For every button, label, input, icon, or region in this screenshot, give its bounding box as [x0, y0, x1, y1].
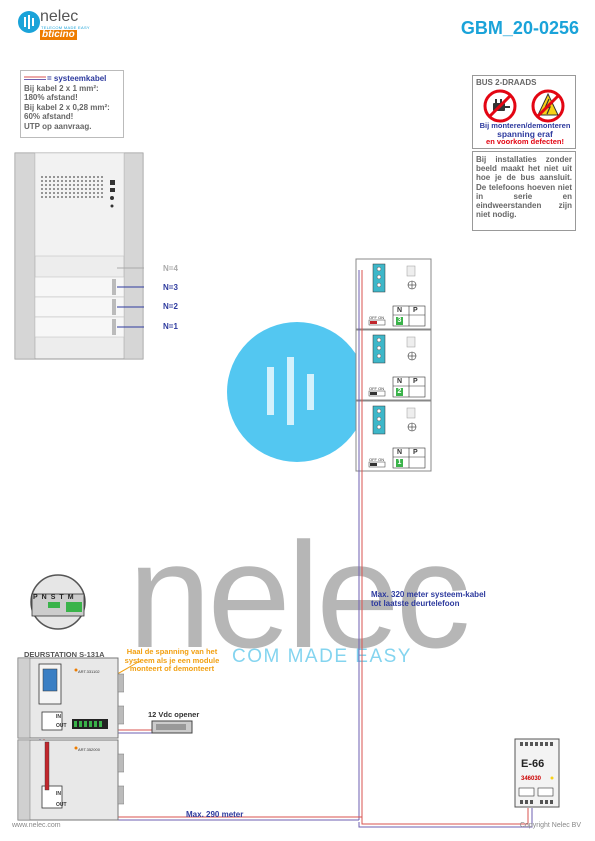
footer-copyright: Copyright Nelec BV: [519, 822, 581, 829]
module-code-bottom: ART.352000: [78, 747, 100, 752]
legend-line: UTP op aanvraag.: [24, 121, 92, 131]
phone3-n-label: N: [397, 307, 403, 314]
installation-info: Bij installaties zonder beeld maakt het …: [472, 151, 576, 231]
indoor-phones: [355, 258, 432, 472]
warning-text: Bij monteren/demonteren spanning eraf en…: [475, 122, 575, 146]
legend-line: Bij kabel 2 x 0,28 mm²:: [24, 102, 110, 112]
in-label-bottom: IN: [56, 791, 61, 797]
max-320-note: Max. 320 meter systeem-kabel tot laatste…: [371, 590, 486, 608]
document-id: GBM_20-0256: [460, 18, 579, 38]
phone1-number: 1: [396, 459, 403, 467]
no-plug-icon: [483, 89, 517, 123]
power-supply: [514, 738, 560, 808]
footer-website: www.nelec.com: [12, 822, 61, 829]
terminal-p: P: [33, 594, 42, 601]
indoor-phone-1: [355, 400, 432, 472]
module-mounting-note: Haal de spanning van het systeem als je …: [124, 647, 220, 673]
door-station: [17, 574, 124, 821]
module-code-top: ART.331102: [78, 669, 100, 674]
in-label-top: IN: [56, 714, 61, 720]
door-panel: [14, 152, 144, 360]
terminal-t: T: [59, 594, 68, 601]
cable-legend: = systeemkabel Bij kabel 2 x 1 mm²: 180%…: [20, 70, 124, 138]
phone3-p-label: P: [413, 307, 418, 314]
label-n1: N=1: [163, 322, 178, 331]
warning-line: spanning eraf: [497, 129, 553, 139]
phone2-p-label: P: [413, 378, 418, 385]
speaker-grille-icon: [41, 176, 103, 198]
warning-title: BUS 2-DRAADS: [476, 78, 537, 87]
power-supply-label: E-66: [521, 758, 545, 770]
legend-line: 180% afstand!: [24, 93, 78, 103]
label-n4: N=4: [163, 264, 178, 273]
phone3-switch-label: OFF ON: [369, 315, 385, 320]
label-n3: N=3: [163, 283, 178, 292]
warning-line: en voorkom defecten!: [486, 137, 564, 146]
phone2-number: 2: [396, 388, 403, 396]
terminal-m: M: [67, 594, 78, 601]
watermark-logo-icon: [227, 322, 367, 462]
nelec-logo-icon: [18, 11, 40, 33]
phone1-p-label: P: [413, 449, 418, 456]
label-n2: N=2: [163, 302, 178, 311]
sub-brand: bticino: [40, 29, 77, 40]
cable-legend-swatch: [24, 76, 46, 80]
terminal-n: N: [41, 594, 51, 601]
no-electricity-icon: [531, 89, 565, 123]
call-button-2: [112, 299, 116, 315]
legend-line: 60% afstand!: [24, 112, 74, 122]
call-button-1: [112, 319, 116, 335]
call-button-3: [112, 279, 116, 295]
door-station-title: DEURSTATION S-131A: [24, 650, 105, 659]
brand-name: nelec: [40, 8, 79, 25]
terminal-s: S: [50, 594, 60, 601]
bus-warning: BUS 2-DRAADS Bij monteren/demonteren spa…: [472, 75, 576, 149]
out-label-top: OUT: [56, 723, 67, 729]
phone3-number: 3: [396, 317, 403, 325]
terminal-letters: PNSTM: [33, 594, 78, 601]
legend-line: Bij kabel 2 x 1 mm²:: [24, 83, 99, 93]
warning-line: Bij monteren/demonteren: [479, 121, 571, 130]
watermark-slogan: COM MADE EASY: [232, 646, 412, 667]
brand-tagline: TELECOM MADE EASY: [41, 25, 90, 30]
indoor-phone-3: [355, 258, 432, 330]
max-290-note: Max. 290 meter: [186, 810, 244, 819]
phone1-switch-label: OFF ON: [369, 457, 385, 462]
phone1-n-label: N: [397, 449, 403, 456]
phone2-n-label: N: [397, 378, 403, 385]
power-supply-number: 346030: [521, 776, 542, 782]
legend-title: = systeemkabel: [47, 74, 107, 83]
door-opener-icon: [151, 720, 193, 734]
watermark-word: nelec: [128, 511, 471, 679]
phone2-switch-label: OFF ON: [369, 386, 385, 391]
opener-label: 12 Vdc opener: [148, 710, 200, 719]
out-label-bottom: OUT: [56, 802, 67, 808]
